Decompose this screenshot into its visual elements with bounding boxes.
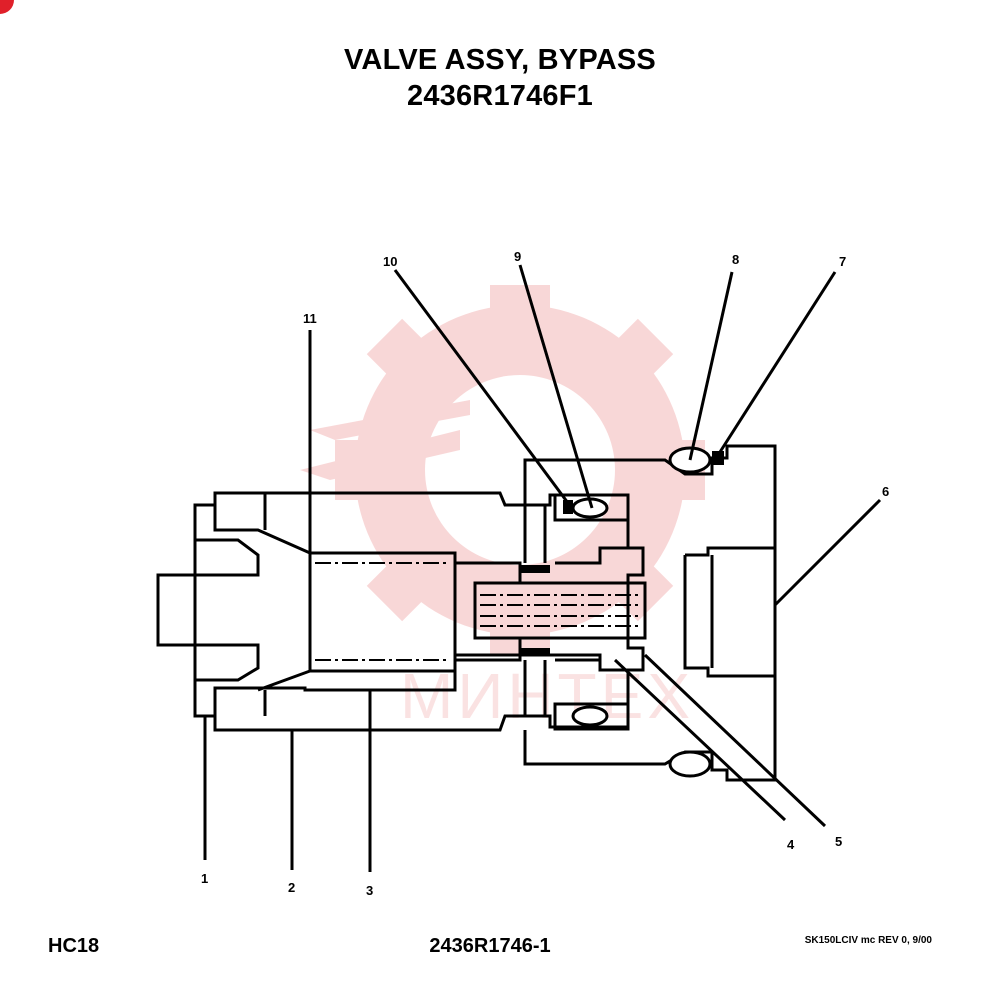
callout-8: 8	[732, 252, 739, 267]
callout-11: 11	[303, 311, 317, 326]
diagram-title: VALVE ASSY, BYPASS	[344, 44, 656, 76]
callout-labels: 1 2 3 4 5 6 7 8 9 10 11	[201, 249, 889, 898]
footer-drawing-number: 2436R1746-1	[429, 935, 551, 957]
callout-3: 3	[366, 883, 373, 898]
footer-revision: SK150LCIV mc REV 0, 9/00	[804, 935, 932, 946]
spring-hidden-lines	[315, 562, 640, 661]
callout-1: 1	[201, 871, 208, 886]
callout-9: 9	[514, 249, 521, 264]
pin-upper	[520, 565, 550, 573]
callout-2: 2	[288, 880, 295, 895]
backup-ring-sleeve	[712, 451, 724, 465]
callout-7: 7	[839, 254, 846, 269]
pin-lower	[520, 648, 550, 656]
callout-5: 5	[835, 834, 842, 849]
backup-ring-upper	[563, 500, 573, 514]
o-ring-lower-seal	[571, 705, 609, 727]
leader-lines	[203, 264, 882, 872]
callout-10: 10	[383, 254, 397, 269]
footer-sheet-code: HC18	[48, 935, 100, 957]
callout-4: 4	[787, 837, 795, 852]
o-ring-lower-sleeve	[668, 750, 712, 778]
callout-6: 6	[882, 484, 889, 499]
diagram-part-number: 2436R1746F1	[406, 80, 593, 112]
o-rings	[571, 446, 712, 778]
